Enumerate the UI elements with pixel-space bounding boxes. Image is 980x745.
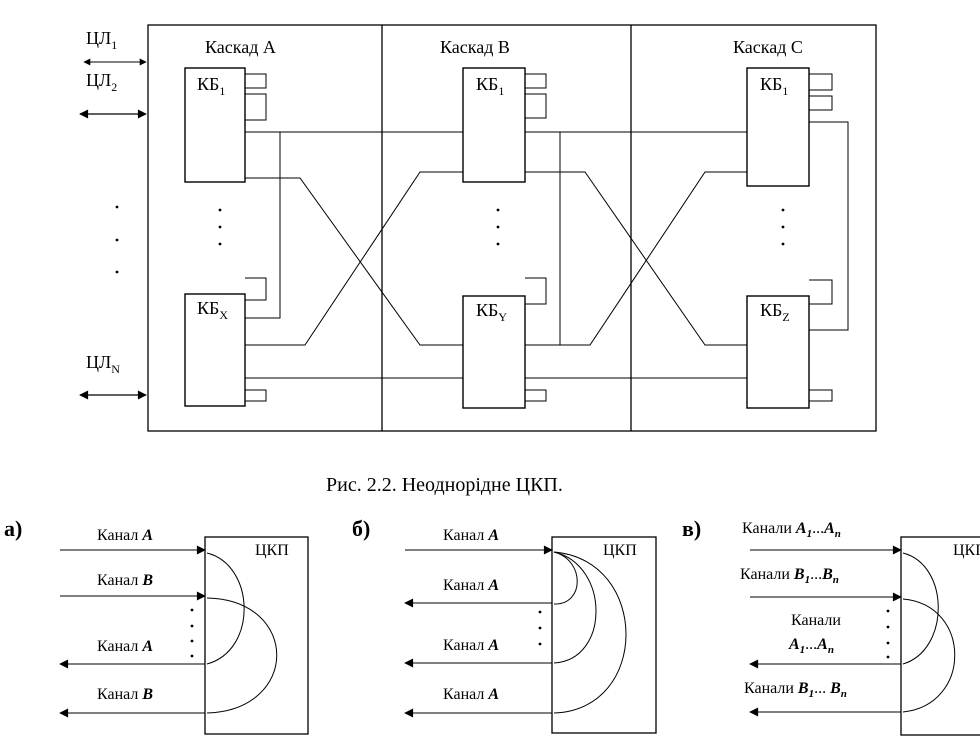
line-1: ЦЛ1 <box>83 28 147 66</box>
stage-b-dots <box>496 208 500 246</box>
panel-c-box-label: ЦКП <box>953 542 980 559</box>
three-stage-switch-diagram: Каскад А Каскад В Каскад С КБ1 <box>79 24 877 496</box>
panel-b-marker: б) <box>352 516 370 541</box>
panel-a-label-out-b: Канал B <box>97 686 153 703</box>
panel-b-label-in: Канал A <box>443 527 499 544</box>
svg-text:КБX: КБX <box>197 298 228 322</box>
svg-text:КБY: КБY <box>476 300 507 324</box>
line-n: ЦЛN <box>79 352 147 400</box>
figure-caption: Рис. 2.2. Неоднорідне ЦКП. <box>326 474 563 496</box>
stage-c-block-top: КБ1 <box>746 67 833 187</box>
panel-a: а) ЦКП Канал A Канал B Канал A Канал B <box>4 516 309 735</box>
stage-a-block-bottom: КБX <box>184 277 267 407</box>
panel-a-marker: а) <box>4 516 22 541</box>
svg-text:КБ1: КБ1 <box>760 74 788 98</box>
stage-c-title: Каскад С <box>733 37 803 57</box>
panel-c-label-out-a-line2: A1...An <box>788 636 834 656</box>
stage-c-dots <box>781 208 785 246</box>
panel-a-dots <box>190 608 194 658</box>
svg-text:ЦЛ2: ЦЛ2 <box>86 70 117 94</box>
line-2: ЦЛ2 <box>79 70 147 119</box>
panel-a-switch-box <box>204 536 309 735</box>
stage-b-block-top: КБ1 <box>462 67 547 183</box>
panel-a-label-in-b: Канал B <box>97 572 153 589</box>
panel-b-connection-3 <box>553 551 627 714</box>
panel-a-box-label: ЦКП <box>255 542 289 559</box>
panel-b-label-out-1: Канал A <box>443 577 499 594</box>
panel-b-box-label: ЦКП <box>603 542 637 559</box>
panel-c-connection-a <box>902 552 939 665</box>
panel-c-label-out-a-line1: Канали <box>791 612 841 629</box>
panel-a-connection-b <box>206 597 278 714</box>
panel-c-marker: в) <box>682 516 701 541</box>
svg-text:КБZ: КБZ <box>760 300 790 324</box>
panel-b-switch-box <box>551 536 657 734</box>
panel-c: в) ЦКП Канали A1...An Канали B1...Bn Кан… <box>682 516 980 736</box>
svg-text:ЦЛN: ЦЛN <box>86 352 120 376</box>
stage-a-title: Каскад А <box>205 37 276 57</box>
panel-b-connection-1 <box>553 551 578 605</box>
stage-b-title: Каскад В <box>440 37 510 57</box>
panel-b-label-out-3: Канал A <box>443 686 499 703</box>
panel-b: б) ЦКП Канал A Канал A Канал A Канал A <box>352 516 657 734</box>
svg-text:КБ1: КБ1 <box>197 74 225 98</box>
panel-b-label-out-2: Канал A <box>443 637 499 654</box>
panel-c-switch-box <box>900 536 980 736</box>
panel-c-connection-b <box>902 598 956 713</box>
panel-a-connection-a <box>206 552 245 665</box>
stage-a-block-top: КБ1 <box>184 67 267 183</box>
stage-c-block-bottom: КБZ <box>746 279 833 409</box>
panel-b-connection-2 <box>553 551 597 664</box>
stage-b-block-bottom: КБY <box>462 277 547 409</box>
lines-ellipsis <box>115 205 119 274</box>
panel-c-label-in-b: Канали B1...Bn <box>740 566 839 586</box>
stage-a-dots <box>218 208 222 246</box>
panel-c-label-in-a: Канали A1...An <box>742 520 841 540</box>
interconnect-wires <box>245 121 849 379</box>
panel-c-label-out-b: Канали B1... Bn <box>744 680 847 700</box>
panel-a-label-in-a: Канал A <box>97 527 153 544</box>
svg-text:КБ1: КБ1 <box>476 74 504 98</box>
svg-text:ЦЛ1: ЦЛ1 <box>86 28 117 52</box>
panel-a-label-out-a: Канал A <box>97 638 153 655</box>
panel-b-dots <box>538 610 542 646</box>
panel-c-dots <box>886 609 890 659</box>
switch-frame <box>147 24 877 432</box>
